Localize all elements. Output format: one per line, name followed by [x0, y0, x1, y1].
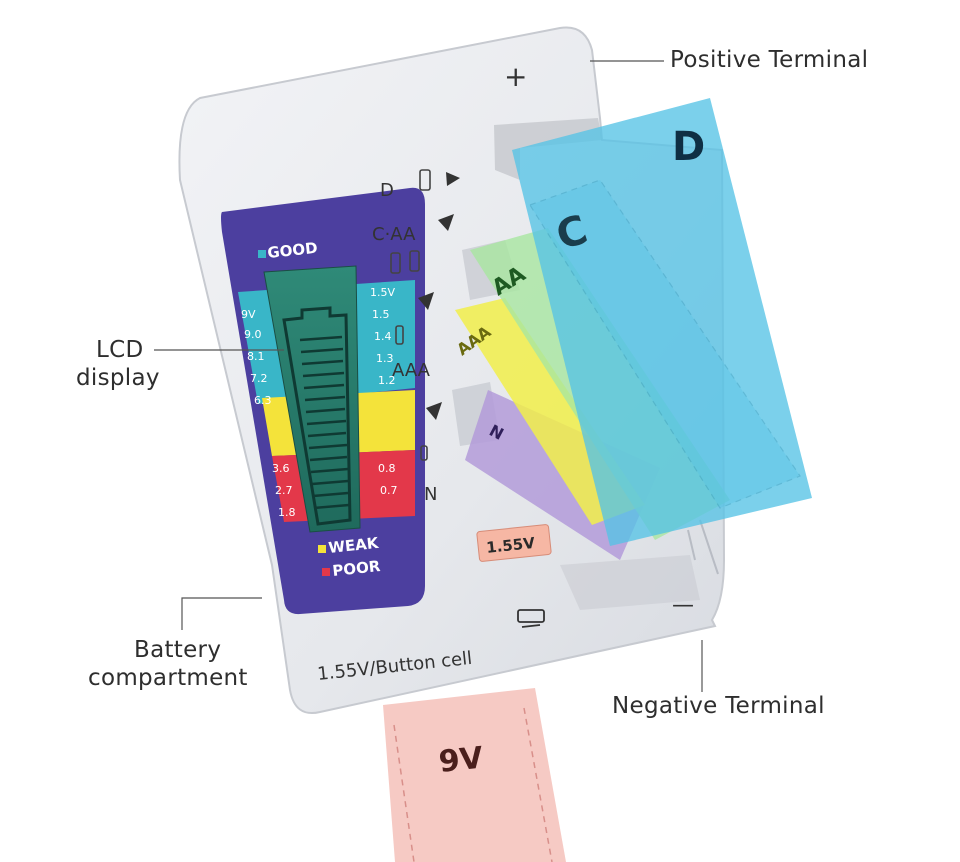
arrow-aaa-icon: [418, 292, 434, 310]
battery-compartment-leader: [181, 597, 262, 630]
lcd-right-scale: 1.5V 1.5 1.4 1.3 1.2 0.8 0.7: [370, 286, 398, 497]
right-scale-label: 1.2: [378, 374, 396, 387]
poor-square-icon: [322, 568, 330, 576]
battery-c-icon: [390, 252, 401, 274]
weak-square-icon: [318, 545, 326, 553]
button-badge-label: 1.55V: [485, 534, 536, 557]
lcd-display-callout-line1: LCD: [96, 337, 144, 363]
slot-labels: D C·AA AAA N: [372, 180, 437, 505]
slot-glyphs: [390, 169, 431, 461]
battery-d-icon: [419, 169, 431, 191]
left-scale-label: 9.0: [244, 328, 262, 341]
battery-n-icon: [420, 445, 428, 461]
battery-aa-icon: [409, 250, 420, 272]
arrow-d-icon: [446, 172, 460, 186]
slot-label-d: D: [380, 180, 394, 201]
lcd-segments: [299, 335, 350, 510]
left-scale-label: 2.7: [275, 484, 293, 497]
right-scale-label: 0.7: [380, 484, 398, 497]
nine-volt-battery: [383, 688, 566, 862]
positive-terminal-callout: Positive Terminal: [670, 47, 869, 73]
arrow-c-aa-icon: [438, 214, 454, 231]
callout-lines: [154, 60, 703, 692]
d-battery: D C: [512, 98, 812, 546]
slot-arrows: [418, 172, 460, 420]
slot-label-aaa: AAA: [392, 360, 431, 381]
plus-sign-label: +: [504, 60, 527, 93]
lcd-good-label: GOOD: [267, 239, 319, 262]
right-scale-label: 1.5V: [370, 286, 395, 299]
right-scale-label: 0.8: [378, 462, 396, 475]
lcd-poor-label: POOR: [332, 557, 382, 580]
left-scale-label: 6.3: [254, 394, 272, 407]
left-scale-label: 8.1: [247, 350, 265, 363]
battery-compartment-callout-line2: compartment: [88, 665, 248, 691]
slot-label-c-aa: C·AA: [372, 224, 416, 245]
lcd-weak-label: WEAK: [328, 534, 381, 557]
negative-terminal-callout: Negative Terminal: [612, 693, 825, 719]
good-square-icon: [258, 250, 266, 258]
right-scale-label: 1.3: [376, 352, 394, 365]
battery-9v-label: 9V: [437, 740, 485, 779]
minus-sign-label: —: [672, 593, 694, 618]
button-cell-badge: 1.55V: [476, 524, 552, 562]
slot-label-n: N: [424, 484, 437, 505]
arrow-n-icon: [426, 402, 442, 420]
button-cell-icon: [517, 609, 545, 628]
left-scale-label: 3.6: [272, 462, 290, 475]
lcd-panel: GOOD WEAK POOR 9V 9.0 8.1 7.2 6.3 3.6 2.…: [221, 187, 425, 615]
lcd-left-scale: 9V 9.0 8.1 7.2 6.3 3.6 2.7 1.8: [241, 308, 296, 519]
battery-aaa-icon: [395, 325, 404, 345]
lcd-display-callout-line2: display: [76, 365, 160, 391]
left-scale-label: 1.8: [278, 506, 296, 519]
battery-compartment-callout-line1: Battery: [134, 637, 222, 663]
terminal-probes: [687, 519, 719, 575]
right-scale-label: 1.4: [374, 330, 392, 343]
battery-d-label: D: [672, 124, 705, 170]
left-scale-label: 9V: [241, 308, 256, 321]
left-scale-label: 7.2: [250, 372, 268, 385]
right-scale-label: 1.5: [372, 308, 390, 321]
